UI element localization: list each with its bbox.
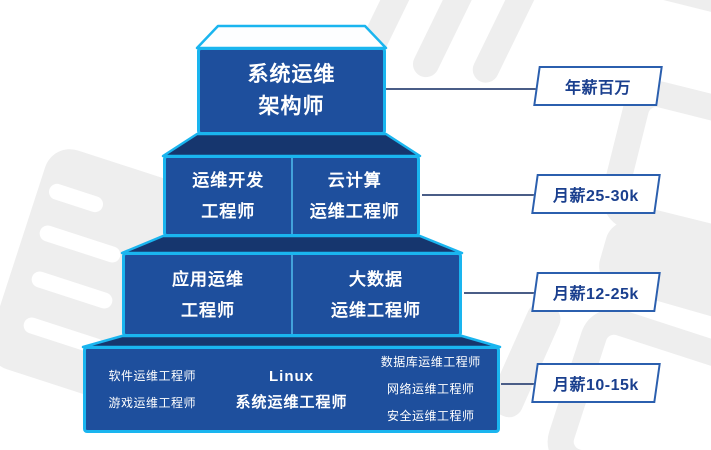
tier-4-linux-line-1: Linux (269, 367, 314, 385)
tier-4-security-ops: 安全运维工程师 (386, 409, 475, 423)
salary-label-tier-4: 月薪10-15k (531, 363, 661, 403)
tier-2-devops-line-1: 运维开发 (192, 171, 265, 190)
watermark-shape (596, 0, 711, 20)
connector-tier-4 (501, 383, 537, 385)
salary-text-tier-1: 年薪百万 (564, 80, 631, 97)
tier-3-cell-bigdata: 大数据 运维工程师 (291, 255, 459, 334)
tier-1-line-2: 架构师 (258, 95, 325, 118)
tier-3-appops-bigdata: 应用运维 工程师 大数据 运维工程师 (122, 252, 462, 337)
salary-label-tier-1: 年薪百万 (533, 66, 663, 106)
tier-4-linux-base: 软件运维工程师 游戏运维工程师 Linux 系统运维工程师 数据库运维工程师 网… (83, 346, 500, 433)
connector-tier-1 (386, 88, 538, 90)
tier-4-cell-left: 软件运维工程师 游戏运维工程师 (86, 349, 219, 430)
tier1-top-face (195, 24, 388, 50)
salary-text-tier-4: 月薪10-15k (553, 377, 639, 394)
tier-4-cell-center: Linux 系统运维工程师 (219, 349, 365, 430)
tier-3-bigdata-line-1: 大数据 (349, 269, 403, 289)
tier-4-cell-right: 数据库运维工程师 网络运维工程师 安全运维工程师 (364, 349, 497, 430)
salary-text-tier-2: 月薪25-30k (553, 188, 639, 205)
tier-4-software-ops: 软件运维工程师 (108, 368, 197, 383)
tier-3-appops-line-2: 工程师 (181, 300, 235, 320)
tier-4-game-ops: 游戏运维工程师 (108, 395, 197, 410)
tier-2-cloud-line-2: 运维工程师 (309, 202, 400, 221)
tier-4-linux-line-2: 系统运维工程师 (235, 393, 348, 411)
salary-label-tier-2: 月薪25-30k (531, 174, 661, 214)
tier-4-network-ops: 网络运维工程师 (386, 382, 475, 396)
tier-2-devops-line-2: 工程师 (201, 202, 256, 221)
salary-label-tier-3: 月薪12-25k (531, 272, 661, 312)
salary-text-tier-3: 月薪12-25k (553, 286, 639, 303)
tier-1-cell: 系统运维 架构师 (200, 50, 383, 132)
tier-4-database-ops: 数据库运维工程师 (380, 355, 481, 369)
tier-3-bigdata-line-2: 运维工程师 (331, 300, 421, 320)
connector-tier-3 (464, 292, 536, 294)
tier-2-cell-devops: 运维开发 工程师 (166, 158, 291, 234)
tier-2-cloud-line-1: 云计算 (327, 171, 382, 190)
tier-2-cell-cloud: 云计算 运维工程师 (290, 158, 418, 234)
tier-1-system-ops-architect: 系统运维 架构师 (197, 47, 386, 135)
tier-3-appops-line-1: 应用运维 (172, 269, 244, 289)
tier-3-cell-appops: 应用运维 工程师 (125, 255, 291, 334)
tier-2-devops-cloud: 运维开发 工程师 云计算 运维工程师 (163, 155, 420, 237)
tier-1-line-1: 系统运维 (247, 63, 336, 86)
connector-tier-2 (422, 194, 536, 196)
